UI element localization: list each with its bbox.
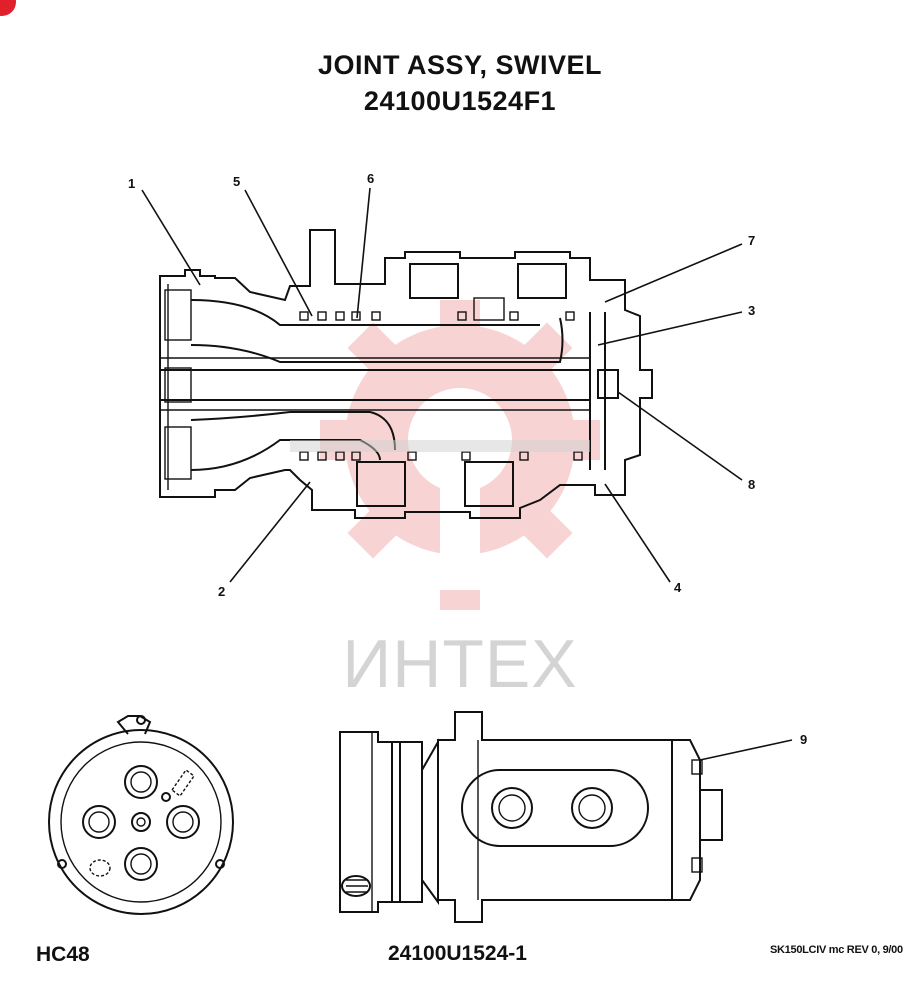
callout-8: 8 <box>748 477 755 492</box>
callout-5: 5 <box>233 174 240 189</box>
callout-9: 9 <box>800 732 807 747</box>
drawing-title: JOINT ASSY, SWIVEL <box>317 50 603 80</box>
callout-6: 6 <box>367 171 374 186</box>
watermark-text: ИНТЕХ <box>342 626 578 702</box>
callout-2: 2 <box>218 584 225 599</box>
callout-7: 7 <box>748 233 755 248</box>
callout-1: 1 <box>128 176 135 191</box>
drawing-code-label: HC48 <box>36 943 90 966</box>
revision-label: SK150LCIV mc REV 0, 9/00 <box>770 944 903 956</box>
callout-4: 4 <box>674 580 682 595</box>
drawing-number-label: 24100U1524-1 <box>388 942 527 965</box>
callout-3: 3 <box>748 303 755 318</box>
part-number-title: 24100U1524F1 <box>363 86 557 116</box>
corner-marker <box>0 0 16 16</box>
